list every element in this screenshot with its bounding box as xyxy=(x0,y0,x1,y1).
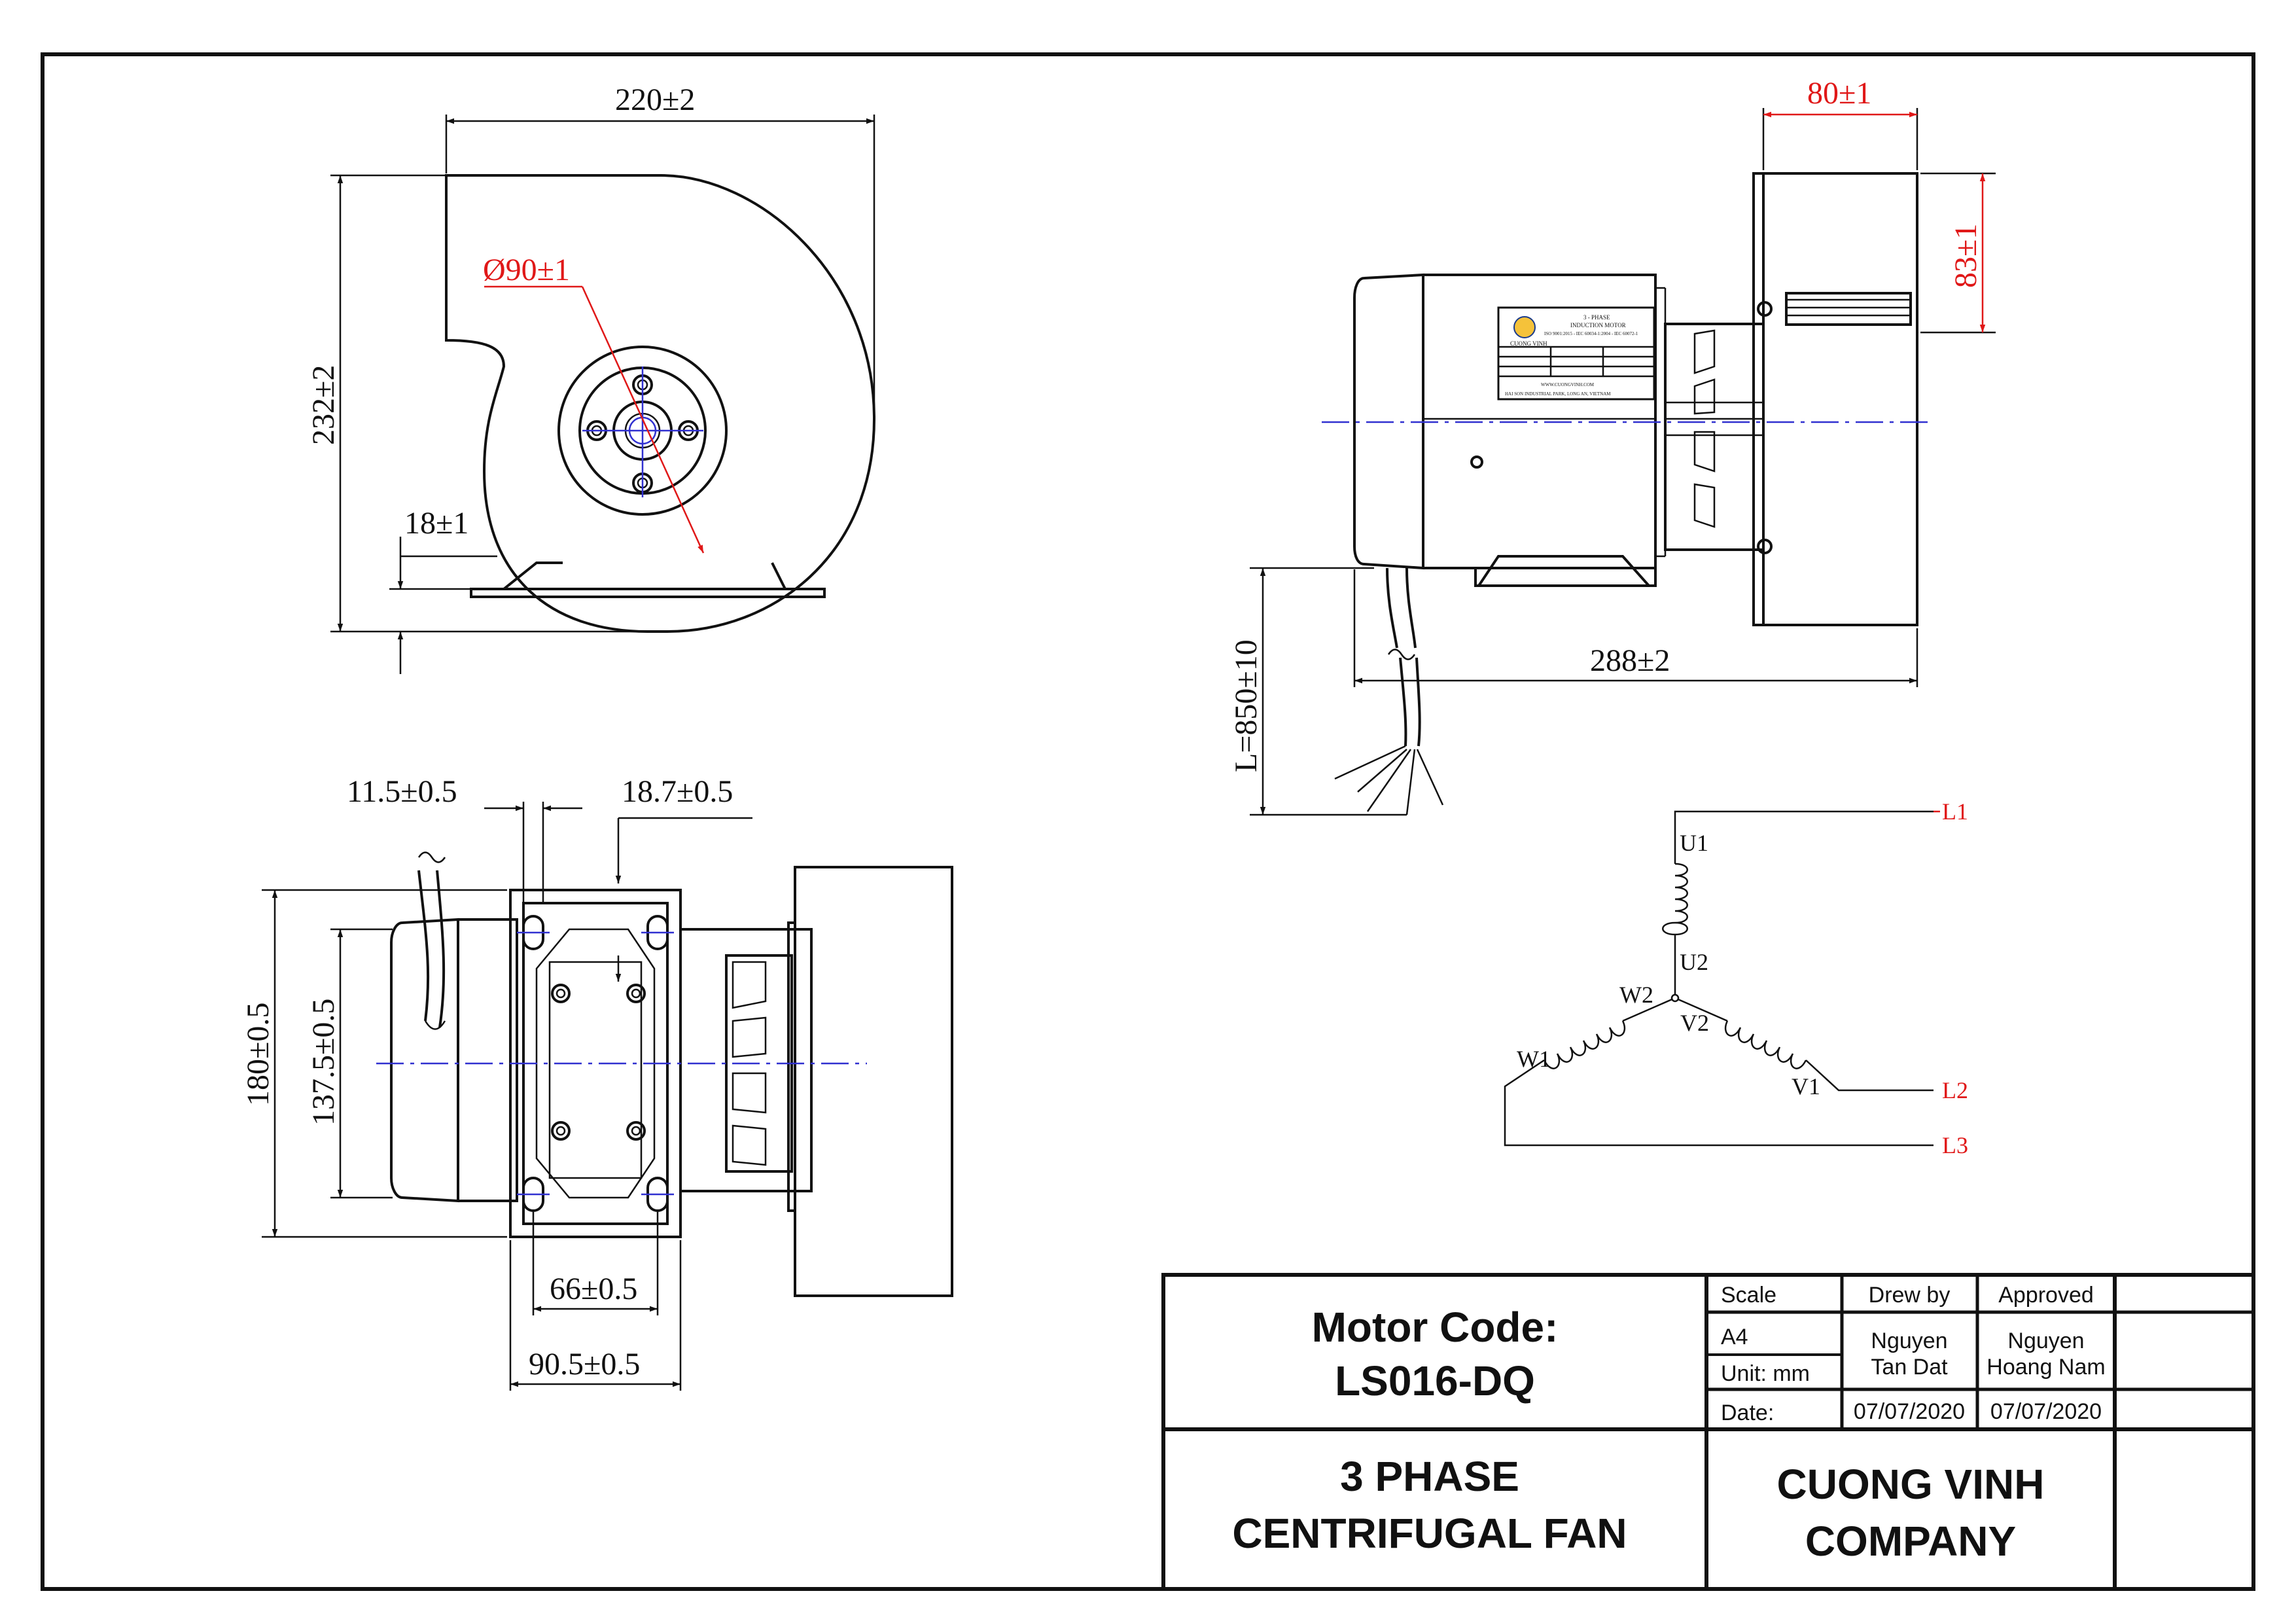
dim-side-length: 288±2 xyxy=(1590,643,1670,678)
motor-code-label: Motor Code: xyxy=(1312,1304,1559,1351)
dim-bottom-slot-b: 18.7±0.5 xyxy=(622,774,733,809)
terminal-w1: W1 xyxy=(1517,1046,1551,1072)
approved-line2: Hoang Nam xyxy=(1987,1355,2105,1380)
wiring-diagram: U1 U2 W1 W2 V1 V2 L1 L2 L3 xyxy=(1504,798,1968,1158)
line-l3: L3 xyxy=(1942,1132,1968,1158)
sheet-border xyxy=(41,52,2255,1591)
scale-value: A4 xyxy=(1721,1325,1748,1349)
dim-front-height: 232±2 xyxy=(306,365,341,445)
dim-bottom-height-outer: 180±0.5 xyxy=(241,1003,275,1106)
date-label: Date: xyxy=(1721,1400,1774,1425)
dim-inlet-diameter: Ø90±1 xyxy=(483,253,570,287)
drew-by-line1: Nguyen xyxy=(1871,1329,1947,1353)
terminal-v1: V1 xyxy=(1792,1073,1820,1099)
dim-foot-height: 18±1 xyxy=(404,506,468,541)
approved-label: Approved xyxy=(1998,1283,2094,1308)
dim-bottom-slot-a: 11.5±0.5 xyxy=(347,774,457,809)
nameplate-subtitle: INDUCTION MOTOR xyxy=(1570,322,1626,329)
line-l1: L1 xyxy=(1942,798,1968,825)
drew-by-label: Drew by xyxy=(1869,1283,1951,1308)
company-line1: CUONG VINH xyxy=(1777,1461,2045,1508)
dim-bottom-height-inner: 137.5±0.5 xyxy=(306,999,341,1126)
terminal-u1: U1 xyxy=(1680,830,1708,856)
drew-date: 07/07/2020 xyxy=(1854,1399,1965,1424)
dim-bottom-base-width: 90.5±0.5 xyxy=(529,1347,640,1382)
dim-side-outlet-width: 80±1 xyxy=(1807,76,1871,111)
nameplate-website: WWW.CUONGVINH.COM xyxy=(1541,382,1595,387)
approved-line1: Nguyen xyxy=(2007,1329,2084,1353)
side-view: CUONG VINH 3 - PHASE INDUCTION MOTOR ISO… xyxy=(1229,76,1996,816)
nameplate-logo: CUONG VINH xyxy=(1510,340,1547,347)
unit-label: Unit: mm xyxy=(1721,1361,1810,1386)
motor-code-value: LS016-DQ xyxy=(1335,1357,1535,1404)
nameplate-title: 3 - PHASE xyxy=(1583,314,1610,321)
front-view: 220±2 232±2 18±1 Ø90±1 xyxy=(306,82,876,674)
approved-date: 07/07/2020 xyxy=(1990,1399,2102,1424)
description-line1: 3 PHASE xyxy=(1340,1453,1519,1500)
scale-label: Scale xyxy=(1721,1283,1776,1308)
company-line2: COMPANY xyxy=(1805,1518,2016,1565)
description-line2: CENTRIFUGAL FAN xyxy=(1232,1510,1627,1557)
dim-cable-length: L=850±10 xyxy=(1229,639,1263,772)
dim-side-outlet-height: 83±1 xyxy=(1949,224,1983,288)
nameplate-standard: ISO 9001:2015 - IEC 60034-1:2004 - IEC 6… xyxy=(1544,331,1638,336)
terminal-w2: W2 xyxy=(1619,982,1653,1008)
dim-front-width: 220±2 xyxy=(615,82,695,117)
title-block: Motor Code: LS016-DQ 3 PHASE CENTRIFUGAL… xyxy=(1161,1273,2255,1591)
line-l2: L2 xyxy=(1942,1077,1968,1103)
bottom-view: 11.5±0.5 18.7±0.5 180±0.5 137.5±0.5 66±0… xyxy=(241,774,953,1391)
dim-bottom-hole-spacing: 66±0.5 xyxy=(550,1272,637,1306)
terminal-v2: V2 xyxy=(1680,1010,1709,1036)
nameplate: CUONG VINH 3 - PHASE INDUCTION MOTOR ISO… xyxy=(1497,306,1655,401)
nameplate-address: HAI SON INDUSTRIAL PARK, LONG AN, VIETNA… xyxy=(1505,391,1611,397)
terminal-u2: U2 xyxy=(1680,949,1708,975)
drew-by-line2: Tan Dat xyxy=(1871,1355,1948,1380)
